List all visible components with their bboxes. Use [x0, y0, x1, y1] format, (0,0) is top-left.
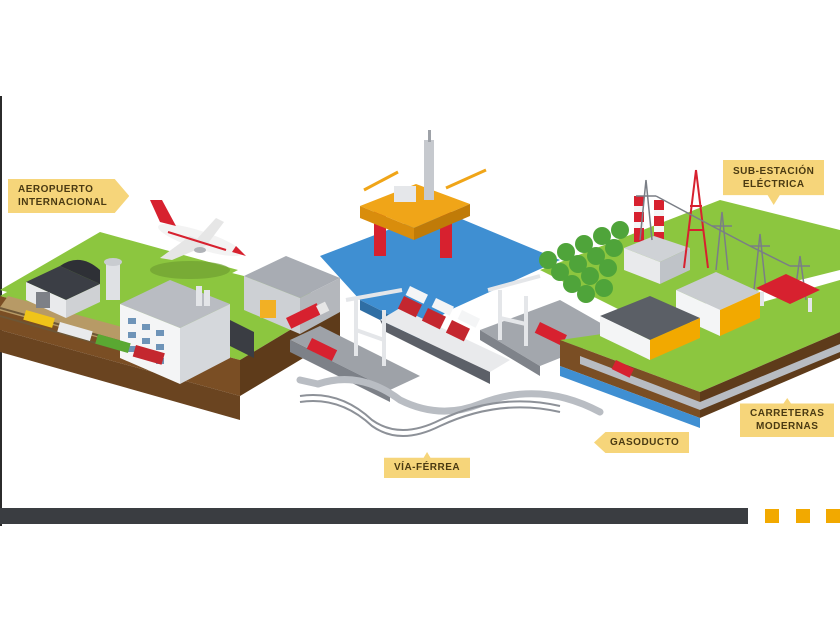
label-substation-line2: ELÉCTRICA	[742, 179, 805, 190]
railway-track	[299, 394, 561, 437]
forest	[539, 221, 629, 303]
label-airport: AEROPUERTO INTERNACIONAL	[8, 179, 130, 213]
power-plant	[624, 196, 690, 284]
label-gas-pipeline-text: GASODUCTO	[610, 437, 680, 448]
freight-train	[23, 310, 165, 365]
gas-pipeline	[296, 376, 604, 416]
airplane	[150, 200, 246, 260]
label-substation-line1: SUB-ESTACIÓN	[733, 166, 815, 177]
label-airport-line2: INTERNACIONAL	[18, 197, 108, 208]
gas-station	[756, 274, 820, 312]
oil-platform	[360, 130, 487, 258]
footer-bar	[0, 508, 748, 524]
airport-hangar	[26, 259, 100, 318]
truck-right	[611, 360, 634, 378]
label-roads-line1: CARRETERAS	[750, 408, 825, 419]
label-roads-line2: MODERNAS	[756, 421, 819, 432]
footer-square-2	[796, 509, 810, 523]
footer-square-1	[765, 509, 779, 523]
transmission-lines	[636, 179, 810, 301]
label-gas-pipeline: GASODUCTO	[594, 432, 690, 453]
dock-containers	[306, 322, 567, 362]
label-airport-line1: AEROPUERTO	[18, 184, 94, 195]
storage-hall	[600, 296, 700, 360]
radio-tower	[683, 169, 709, 269]
control-tower	[104, 258, 122, 300]
port-crane-right	[487, 274, 541, 346]
factory	[676, 272, 760, 336]
footer-square-3	[826, 509, 840, 523]
airplane-shadow	[150, 261, 230, 279]
truck-left	[286, 301, 330, 329]
container-ship	[380, 286, 510, 384]
label-roads: CARRETERAS MODERNAS	[740, 398, 835, 437]
port-crane-left	[345, 288, 403, 366]
label-railway-text: VÍA-FÉRREA	[394, 462, 461, 473]
office-building	[120, 280, 254, 384]
